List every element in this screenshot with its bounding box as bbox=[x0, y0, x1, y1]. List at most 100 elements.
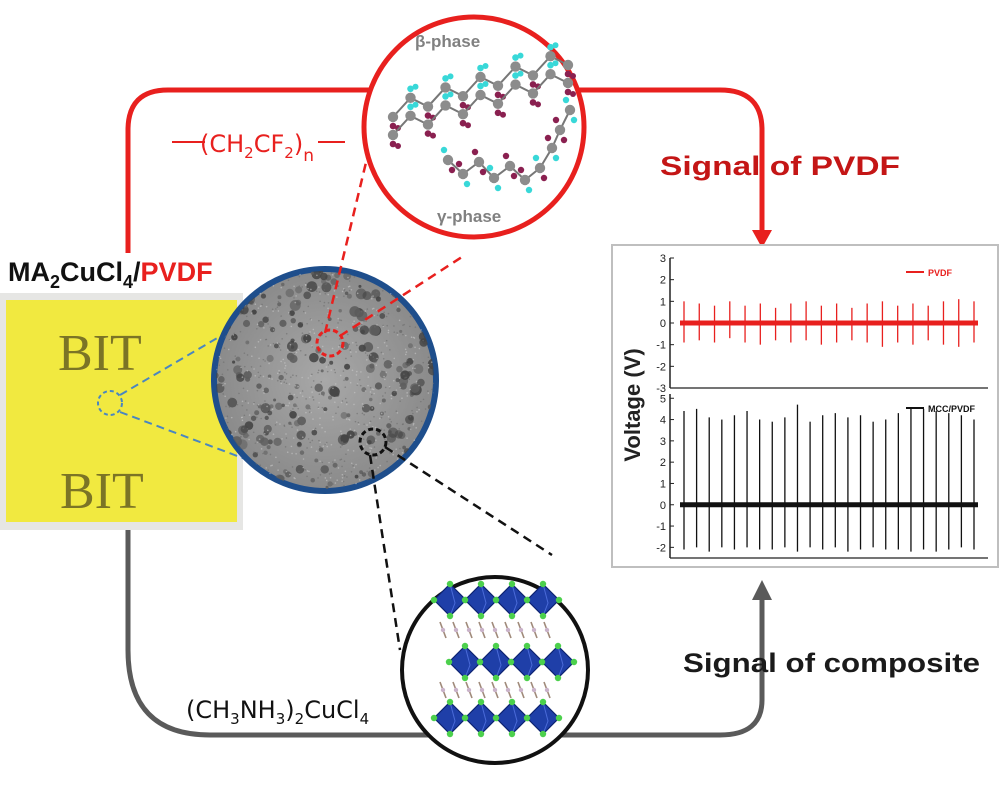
tem-grain bbox=[257, 371, 260, 374]
tem-grain bbox=[301, 390, 304, 392]
tem-grain bbox=[297, 407, 299, 410]
tem-grain bbox=[353, 429, 356, 432]
tem-grain bbox=[310, 319, 313, 321]
tem-nanoparticle bbox=[266, 354, 274, 362]
tem-grain bbox=[334, 371, 337, 374]
gray-connector-line bbox=[125, 530, 765, 738]
tem-grain bbox=[292, 437, 295, 439]
tem-grain bbox=[266, 405, 268, 408]
tem-grain bbox=[259, 305, 262, 307]
tem-grain bbox=[293, 393, 296, 396]
tem-grain bbox=[241, 376, 244, 378]
tem-nanoparticle bbox=[330, 278, 338, 285]
chlorine-atom bbox=[508, 698, 516, 706]
carbon-atom bbox=[473, 156, 485, 168]
chlorine-atom bbox=[492, 674, 500, 682]
tem-grain bbox=[344, 277, 347, 280]
tem-grain bbox=[312, 418, 314, 420]
tem-grain bbox=[346, 418, 348, 420]
tem-grain bbox=[285, 372, 288, 375]
tem-grain bbox=[369, 450, 372, 452]
tem-grain bbox=[340, 319, 343, 322]
tem-grain bbox=[254, 303, 257, 305]
side-atom bbox=[544, 134, 552, 142]
organic-atom bbox=[531, 627, 537, 633]
zoom-line-film-bottom bbox=[119, 411, 249, 461]
tem-nanoparticle bbox=[419, 443, 427, 450]
tem-grain bbox=[271, 308, 274, 311]
tem-nanoparticle bbox=[286, 352, 295, 361]
tem-grain bbox=[248, 414, 251, 416]
octahedron-edge bbox=[526, 645, 533, 679]
tem-grain bbox=[218, 286, 221, 288]
tem-grain bbox=[403, 482, 406, 485]
tem-grain bbox=[408, 393, 411, 395]
tem-nanoparticle bbox=[248, 275, 260, 287]
tem-grain bbox=[294, 301, 297, 304]
tem-nanoparticle bbox=[252, 452, 258, 458]
tem-grain bbox=[375, 291, 378, 294]
tem-grain bbox=[327, 307, 329, 310]
tem-grain bbox=[333, 289, 336, 292]
tem-grain bbox=[219, 357, 222, 360]
tem-nanoparticle bbox=[428, 271, 433, 274]
tem-grain bbox=[409, 428, 412, 431]
carbon-atom bbox=[492, 98, 504, 110]
carbon-atom bbox=[440, 82, 451, 93]
tem-nanoparticle bbox=[388, 430, 392, 434]
tem-grain bbox=[271, 408, 274, 411]
side-atom bbox=[412, 83, 419, 90]
chlorine-atom bbox=[539, 612, 547, 620]
tem-nanoparticle bbox=[391, 390, 397, 397]
tem-grain bbox=[358, 378, 361, 381]
octahedron-edge bbox=[542, 583, 549, 617]
tem-grain bbox=[284, 378, 287, 381]
tem-grain bbox=[349, 434, 352, 437]
tem-grain bbox=[264, 360, 266, 362]
tem-grain bbox=[396, 281, 399, 284]
tem-grain bbox=[357, 421, 360, 424]
tem-grain bbox=[242, 387, 245, 390]
tem-grain bbox=[366, 443, 368, 445]
tem-nanoparticle bbox=[267, 439, 273, 445]
carbon-atom bbox=[562, 59, 574, 71]
tem-grain bbox=[218, 364, 221, 366]
tem-grain bbox=[375, 483, 378, 485]
tem-grain bbox=[222, 361, 225, 363]
legend-label: PVDF bbox=[928, 268, 953, 278]
tem-nanoparticle bbox=[290, 317, 296, 324]
carbon-atom bbox=[442, 154, 454, 166]
tem-grain bbox=[276, 342, 279, 344]
tem-grain bbox=[433, 340, 434, 342]
tem-grain bbox=[285, 404, 287, 407]
tem-grain bbox=[358, 479, 361, 481]
tem-grain bbox=[275, 308, 277, 310]
chlorine-atom bbox=[492, 642, 500, 650]
tem-grain bbox=[247, 341, 249, 343]
tem-nanoparticle bbox=[415, 304, 420, 310]
tem-nanoparticle bbox=[270, 327, 276, 333]
tem-nanoparticle bbox=[400, 370, 410, 380]
tem-grain bbox=[252, 431, 255, 434]
tem-grain bbox=[362, 325, 364, 328]
tem-grain bbox=[371, 407, 374, 409]
tem-grain bbox=[411, 471, 414, 474]
tem-grain bbox=[382, 357, 385, 360]
tem-grain bbox=[341, 480, 343, 482]
tem-grain bbox=[277, 372, 279, 375]
tem-nanoparticle bbox=[371, 289, 381, 299]
organic-atom bbox=[453, 627, 459, 633]
tem-grain bbox=[306, 322, 308, 325]
y-tick-label: 4 bbox=[660, 415, 666, 427]
tem-grain bbox=[422, 465, 425, 468]
tem-nanoparticle bbox=[405, 415, 414, 424]
tem-grain bbox=[227, 369, 229, 371]
tem-grain bbox=[298, 275, 301, 278]
tem-grain bbox=[288, 402, 291, 404]
tem-grain bbox=[301, 321, 304, 324]
tem-grain bbox=[389, 361, 391, 364]
zoom-line-red-left bbox=[323, 124, 377, 334]
tem-nanoparticle bbox=[417, 378, 425, 387]
tem-grain bbox=[363, 320, 365, 322]
tem-grain bbox=[398, 287, 401, 289]
